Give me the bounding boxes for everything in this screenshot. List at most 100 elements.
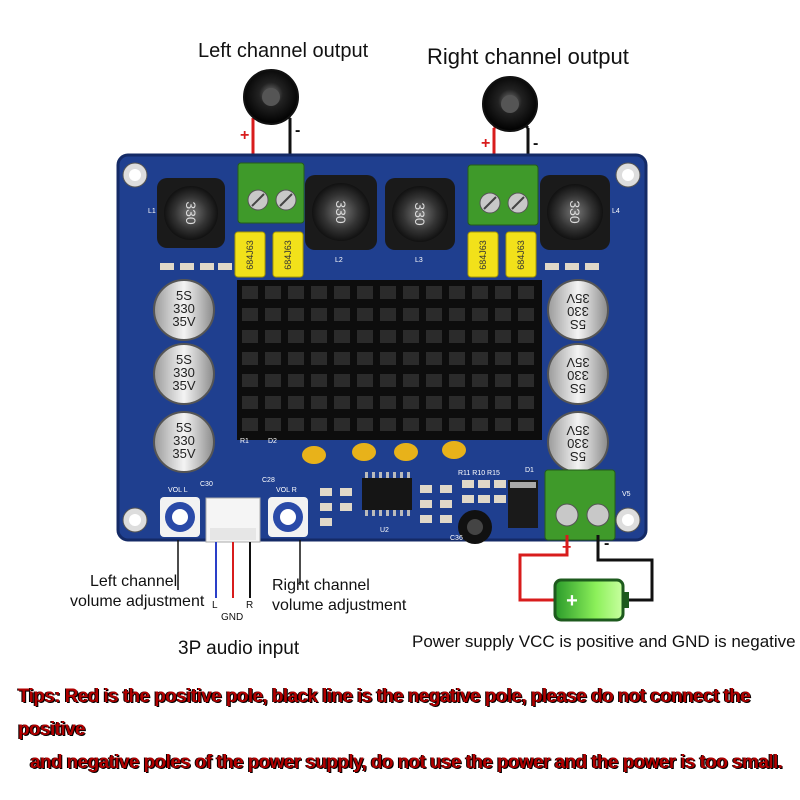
capacitor-marking: 5S: [570, 381, 586, 396]
svg-text:D1: D1: [525, 467, 534, 474]
heatsink-fin: [403, 330, 419, 343]
heatsink-fin: [311, 330, 327, 343]
heatsink-fin: [311, 308, 327, 321]
left-volume-label-line1: Left channel: [90, 573, 178, 590]
svg-text:684J63: 684J63: [245, 240, 255, 270]
heatsink-fin: [403, 286, 419, 299]
pin-r-label: R: [246, 600, 254, 611]
capacitor-marking: 5S: [570, 449, 586, 464]
svg-text:L2: L2: [335, 257, 343, 264]
heatsink-fin: [265, 330, 281, 343]
heatsink-fin: [472, 286, 488, 299]
svg-text:C28: C28: [262, 477, 275, 484]
heatsink-fin: [426, 396, 442, 409]
heatsink-fin: [311, 286, 327, 299]
electrolytic-capacitors: 5S33035V5S33035V5S33035V5S33035V5S33035V…: [153, 279, 609, 473]
left-speaker-icon: [243, 69, 299, 125]
chip-u2: [362, 472, 412, 516]
heatsink-fin: [357, 330, 373, 343]
heatsink-fin: [518, 286, 534, 299]
heatsink-fin: [472, 308, 488, 321]
heatsink-fin: [495, 396, 511, 409]
capacitor-marking: 35V: [566, 423, 589, 438]
heatsink-fin: [334, 396, 350, 409]
capacitor-marking: 5S: [570, 317, 586, 332]
heatsink-fin: [288, 418, 304, 431]
svg-text:C36: C36: [450, 535, 463, 542]
audio-input-wires: [215, 542, 251, 598]
heatsink-fin: [426, 330, 442, 343]
heatsink-fin: [288, 374, 304, 387]
heatsink-fin: [380, 374, 396, 387]
capacitor-marking: 330: [567, 436, 589, 451]
right-speaker-icon: [482, 76, 538, 132]
heatsink-fin: [380, 308, 396, 321]
heatsink-fin: [472, 396, 488, 409]
heatsink-fin: [242, 286, 258, 299]
heatsink-fin: [242, 352, 258, 365]
heatsink-fin: [518, 352, 534, 365]
heatsink-fin: [334, 418, 350, 431]
svg-text:-: -: [295, 122, 300, 139]
heatsink-fin: [242, 330, 258, 343]
heatsink-fin: [265, 286, 281, 299]
heatsink-fin: [403, 374, 419, 387]
film-capacitors: 684J63 684J63 684J63 684J63: [234, 231, 537, 278]
heatsink-fin: [357, 308, 373, 321]
heatsink-fin: [449, 396, 465, 409]
heatsink-fin: [380, 418, 396, 431]
inductor-l4: 330: [540, 175, 610, 250]
svg-text:-: -: [533, 135, 538, 152]
capacitor-marking: 5S: [176, 420, 192, 435]
heatsink-fin: [380, 352, 396, 365]
heatsink-fin: [357, 374, 373, 387]
heatsink-fin: [495, 352, 511, 365]
heatsink-fin: [403, 352, 419, 365]
pin-l-label: L: [212, 600, 218, 611]
heatsink-fin: [380, 396, 396, 409]
svg-text:VOL R: VOL R: [276, 487, 297, 494]
audio-input-label: 3P audio input: [178, 638, 300, 659]
right-channel-output-label: Right channel output: [427, 44, 629, 69]
svg-text:-: -: [604, 535, 609, 552]
battery-icon: +: [553, 578, 629, 622]
heatsink-fin: [380, 286, 396, 299]
heatsink-fin: [334, 286, 350, 299]
capacitor-marking: 35V: [172, 446, 195, 461]
heatsink-fin: [311, 396, 327, 409]
heatsink-fin: [472, 330, 488, 343]
heatsink-fin: [449, 418, 465, 431]
heatsink-fin: [472, 418, 488, 431]
left-channel-output-label: Left channel output: [198, 40, 369, 62]
capacitor-marking: 35V: [566, 291, 589, 306]
inductor-l2: 330: [305, 175, 377, 250]
heatsink-fin: [311, 418, 327, 431]
svg-text:C30: C30: [200, 481, 213, 488]
heatsink-fin: [426, 374, 442, 387]
inductor-l1: 330: [157, 178, 225, 248]
heatsink-fin: [311, 374, 327, 387]
heatsink-fin: [357, 396, 373, 409]
heatsink-fin: [518, 330, 534, 343]
heatsink-fin: [265, 308, 281, 321]
svg-text:L4: L4: [612, 208, 620, 215]
heatsink-fin: [495, 374, 511, 387]
heatsink-fin: [265, 352, 281, 365]
pointer-lines: [177, 540, 301, 590]
left-output-terminal: [237, 162, 305, 224]
heatsink-fin: [403, 308, 419, 321]
heatsink-fin: [472, 352, 488, 365]
capacitor-marking: 330: [173, 433, 195, 448]
heatsink-fin: [518, 374, 534, 387]
svg-text:U2: U2: [380, 527, 389, 534]
heatsink-fin: [334, 352, 350, 365]
svg-text:R11 R10 R15: R11 R10 R15: [458, 470, 500, 477]
heatsink: [237, 280, 542, 440]
heatsink-fin: [334, 308, 350, 321]
silkscreen-labels: L1 L2 L3 L4 R1 D2 R11 R10 R15 D1 C36 C30…: [148, 208, 631, 542]
